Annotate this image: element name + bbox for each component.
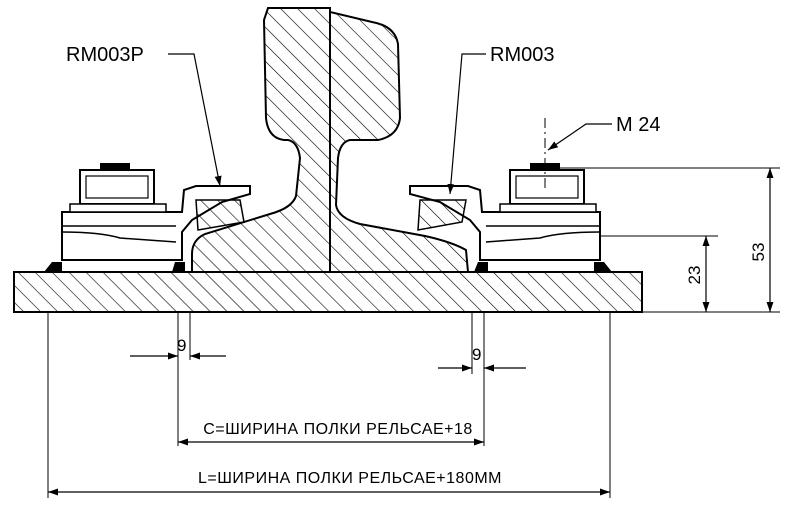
dimension-23-label: 23 bbox=[685, 266, 704, 285]
dimension-53-label: 53 bbox=[749, 243, 768, 262]
rail-profile bbox=[191, 7, 470, 273]
c-formula-label: C=ШИРИНА ПОЛКИ РЕЛЬСАЕ+18 bbox=[203, 421, 473, 438]
right-clip-label: RM003 bbox=[490, 44, 554, 66]
left-fastening bbox=[44, 163, 251, 272]
offset-dimensions bbox=[130, 352, 526, 372]
left-clip-label: RM003P bbox=[66, 44, 144, 66]
offset-left-label: 9 bbox=[177, 336, 186, 355]
l-formula-label: L=ШИРИНА ПОЛКИ РЕЛЬСАЕ+180ММ bbox=[198, 470, 502, 487]
label-leaders bbox=[168, 53, 612, 195]
right-fastening bbox=[409, 163, 612, 272]
offset-right-label: 9 bbox=[472, 345, 481, 364]
bolt-label: M 24 bbox=[616, 114, 660, 136]
base-plate bbox=[13, 271, 643, 313]
vertical-dimensions bbox=[560, 167, 780, 313]
extension-lines bbox=[47, 312, 611, 498]
